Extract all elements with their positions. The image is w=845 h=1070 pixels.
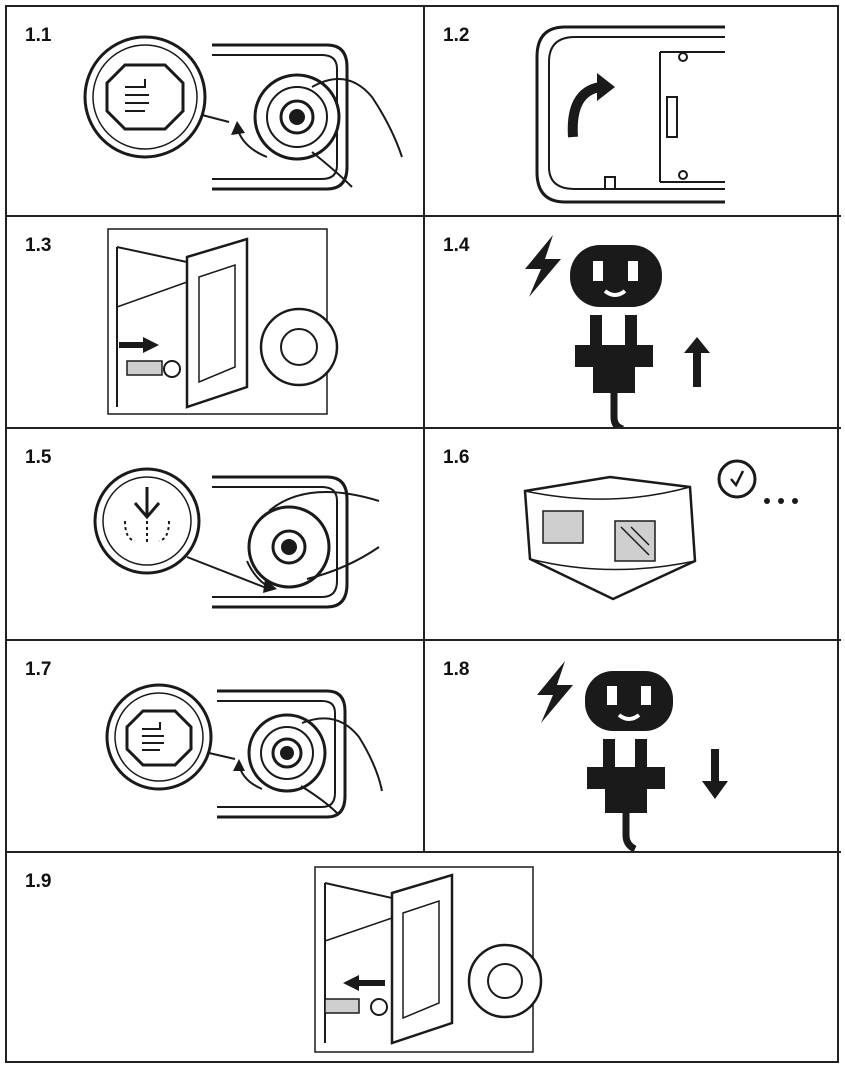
step-1-6-panel: 1.6 [425,429,841,641]
step-number: 1.1 [25,25,52,46]
inflate-valve-illustration [93,467,380,609]
step-1-5-panel: 1.5 [7,429,425,641]
open-flap-illustration [535,25,725,204]
step-1-4-panel: 1.4 [425,217,841,429]
stop-hand-icon [125,709,193,767]
down-arrow-icon [702,749,728,799]
power-plug-icon [587,739,665,851]
step-number: 1.4 [443,235,470,256]
step-1-9-panel: 1.9 [7,853,841,1065]
valve-turn-illustration [83,35,403,191]
step-number: 1.6 [443,447,470,468]
step-1-2-panel: 1.2 [425,7,841,217]
power-socket-icon [585,671,673,731]
lightning-bolt-icon [525,235,561,297]
step-1-7-panel: 1.7 [7,641,425,853]
step-number: 1.7 [25,659,52,680]
step-1-3-panel: 1.3 [7,217,425,429]
clock-icon [717,459,757,499]
insert-pump-illustration [107,228,339,415]
unplug-illustration [537,661,728,851]
bounce-house-inflating-illustration [523,459,798,601]
step-1-8-panel: 1.8 [425,641,841,853]
step-number: 1.9 [25,871,52,892]
valve-close-illustration [105,683,383,819]
step-number: 1.3 [25,235,52,256]
step-number: 1.2 [443,25,470,46]
plug-in-illustration [525,235,710,427]
step-number: 1.5 [25,447,52,468]
step-number: 1.8 [443,659,470,680]
power-plug-icon [575,315,653,427]
step-1-1-panel: 1.1 [7,7,425,217]
remove-pump-illustration [314,866,543,1053]
up-arrow-icon [684,337,710,387]
power-socket-icon [570,245,662,307]
lightning-bolt-icon [537,661,573,723]
instruction-grid: 1.1 1.2 [5,5,841,1065]
